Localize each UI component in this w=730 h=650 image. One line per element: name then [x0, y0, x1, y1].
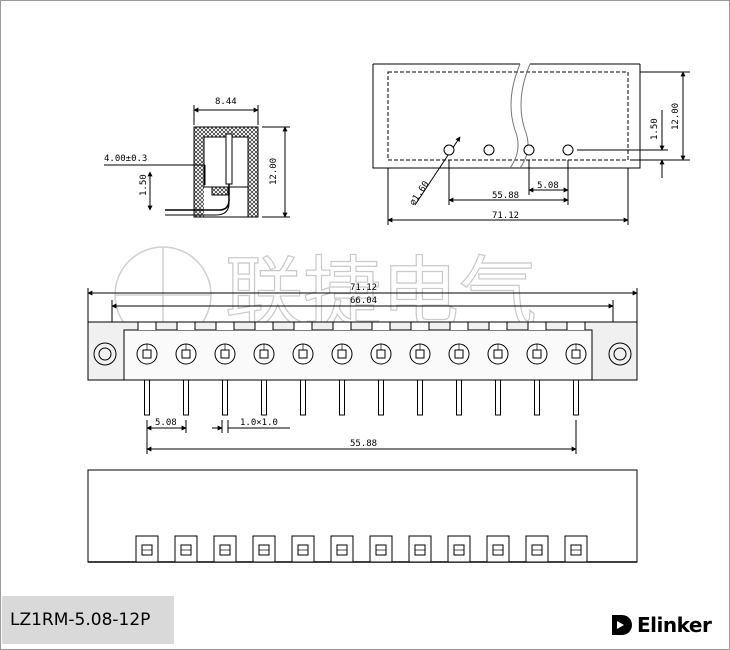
front-overall-dim: 71.12 [350, 283, 377, 293]
terminal-hole [571, 349, 581, 359]
terminal-top [527, 321, 547, 330]
side-width-dim: 8.44 [215, 97, 237, 107]
pin-pad [174, 535, 198, 563]
terminal-hole [220, 349, 230, 359]
pin-leg [378, 379, 384, 416]
pin-pad [252, 535, 276, 563]
terminal-top [488, 321, 508, 330]
terminal-hole [493, 349, 503, 359]
front-pitch-dim: 5.08 [155, 418, 177, 428]
pin-leg [183, 379, 189, 416]
terminal-top [137, 321, 157, 330]
pin-leg [222, 379, 228, 416]
terminal-hole [532, 349, 542, 359]
pin-terminal [136, 321, 158, 416]
pin-terminal [175, 321, 197, 416]
pin-terminal [409, 321, 431, 416]
pin-leg [495, 379, 501, 416]
terminal-hole [376, 349, 386, 359]
side-view [104, 105, 290, 218]
pin-leg [534, 379, 540, 416]
bottom-pads [135, 535, 588, 563]
pin-pad [369, 535, 393, 563]
hole-edge-offset-dim: 1.50 [650, 118, 660, 140]
terminal-hole [298, 349, 308, 359]
pin-pad [330, 535, 354, 563]
brand-logo: Elinker [610, 610, 712, 640]
pcb-holes [443, 144, 574, 156]
hole-span-dim: 55.88 [492, 191, 519, 201]
terminal-top [215, 321, 235, 330]
front-pin-size-dim: 1.0×1.0 [240, 418, 278, 428]
pin-terminal [526, 321, 548, 416]
pin-leg [144, 379, 150, 416]
pin-terminal [292, 321, 314, 416]
pin-pad [447, 535, 471, 563]
front-pins [136, 321, 587, 416]
pin-leg [339, 379, 345, 416]
pcb-hole [443, 144, 455, 156]
side-pin-height-dim: 1.50 [139, 174, 149, 196]
terminal-top [332, 321, 352, 330]
pin-leg [573, 379, 579, 416]
terminal-top [176, 321, 196, 330]
pin-pad [525, 535, 549, 563]
pin-terminal [487, 321, 509, 416]
side-height-dim: 12.00 [269, 158, 279, 185]
side-pin-offset-dim: 4.00±0.3 [104, 154, 147, 164]
brand-mark-icon [612, 615, 632, 635]
terminal-top [410, 321, 430, 330]
pin-pad [291, 535, 315, 563]
pcb-hole [523, 144, 535, 156]
part-number-label: LZ1RM-5.08-12P [2, 596, 174, 644]
pcb-hole [562, 144, 574, 156]
pin-terminal [448, 321, 470, 416]
pin-pad [408, 535, 432, 563]
hole-diameter-dim: ⌀1.60 [408, 180, 431, 208]
pin-pad [486, 535, 510, 563]
pin-leg [261, 379, 267, 416]
hole-height-dim: 12.00 [671, 103, 681, 130]
pin-leg [300, 379, 306, 416]
terminal-hole [142, 349, 152, 359]
brand-name: Elinker [637, 613, 712, 637]
pcb-hole [483, 144, 495, 156]
front-pin-span-dim: 55.88 [350, 439, 377, 449]
pin-pad [213, 535, 237, 563]
terminal-hole [181, 349, 191, 359]
terminal-hole [454, 349, 464, 359]
terminal-hole [259, 349, 269, 359]
hole-length-dim: 71.12 [492, 211, 519, 221]
pin-terminal [370, 321, 392, 416]
terminal-top [254, 321, 274, 330]
front-body-dim: 66.04 [350, 296, 377, 306]
pin-pad [135, 535, 159, 563]
pin-leg [417, 379, 423, 416]
pin-terminal [214, 321, 236, 416]
terminal-top [449, 321, 469, 330]
pin-terminal [331, 321, 353, 416]
pin-terminal [565, 321, 587, 416]
terminal-hole [415, 349, 425, 359]
terminal-top [566, 321, 586, 330]
terminal-top [371, 321, 391, 330]
bottom-view [87, 469, 638, 563]
hole-layout [372, 63, 690, 225]
terminal-hole [337, 349, 347, 359]
pin-terminal [253, 321, 275, 416]
pin-leg [456, 379, 462, 416]
pin-pad [564, 535, 588, 563]
terminal-top [293, 321, 313, 330]
hole-pitch-dim: 5.08 [537, 181, 559, 191]
